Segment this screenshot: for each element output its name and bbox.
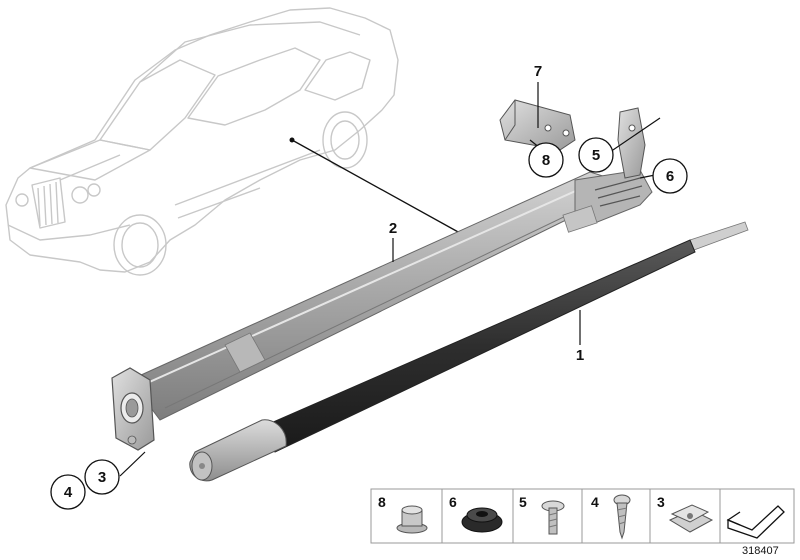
parts-legend: 8 6 5 [370,488,795,544]
location-leader [291,139,461,234]
callout-3-circle: 3 [84,459,120,495]
bolt-icon [541,500,565,535]
flange-bolt-icon [396,505,428,534]
callout-5-circle: 5 [578,137,614,173]
callout-4-circle: 4 [50,474,86,510]
legend-item-4: 4 [591,494,631,540]
callout-6-circle: 6 [652,158,688,194]
legend-number-3: 3 [657,494,665,510]
legend-item-5: 5 [519,494,565,535]
callout-1: 1 [576,347,584,364]
callout-4: 4 [64,484,73,501]
diagram-id: 318407 [742,545,779,557]
self-tapping-screw-icon [613,494,631,540]
legend-number-8: 8 [378,494,386,510]
callout-6: 6 [666,168,674,185]
upper-clip [617,107,646,179]
legend-item-6: 6 [449,494,503,533]
callout-3: 3 [98,469,106,486]
legend-number-5: 5 [519,494,527,510]
legend-item-8: 8 [378,494,428,534]
car-outline [5,7,399,276]
arrow-icon [726,505,785,539]
umbrella [189,221,749,482]
clip-nut-icon [668,504,714,533]
callout-5: 5 [592,147,600,164]
leader-5 [609,117,661,153]
legend-number-6: 6 [449,494,457,510]
legend-number-4: 4 [591,494,599,510]
callout-8-circle: 8 [528,142,564,178]
callouts: 1 2 7 3 4 8 5 6 [50,63,688,510]
callout-8: 8 [542,152,550,169]
legend-item-3: 3 [657,494,714,533]
callout-7: 7 [534,63,542,80]
callout-2: 2 [389,220,397,237]
leader-3 [119,451,146,477]
grommet-icon [461,507,503,533]
